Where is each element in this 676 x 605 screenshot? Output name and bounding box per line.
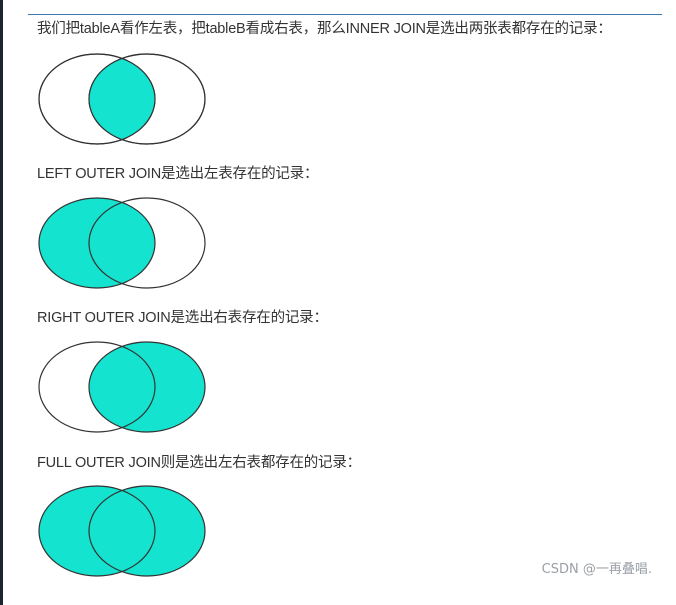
- venn-intersection-fill: [89, 54, 155, 144]
- venn-left-circle: [38, 341, 156, 433]
- left-edge-bar: [0, 0, 3, 605]
- top-divider: [28, 14, 662, 15]
- venn-right-circle: [89, 486, 205, 576]
- watermark: CSDN @一再叠唱.: [541, 562, 652, 577]
- venn-left-join: [38, 197, 206, 289]
- venn-full-join: [38, 485, 206, 577]
- venn-right-circle: [88, 197, 206, 289]
- caption-full-join: FULL OUTER JOIN则是选出左右表都存在的记录：: [37, 455, 361, 471]
- venn-right-circle: [88, 341, 206, 433]
- venn-right-join: [38, 341, 206, 433]
- venn-inner-join: [38, 53, 206, 145]
- caption-right-join: RIGHT OUTER JOIN是选出右表存在的记录：: [37, 310, 328, 326]
- caption-inner-join: 我们把tableA看作左表，把tableB看成右表，那么INNER JOIN是选…: [37, 21, 612, 37]
- caption-left-join: LEFT OUTER JOIN是选出左表存在的记录：: [37, 166, 319, 182]
- venn-left-circle: [38, 197, 156, 289]
